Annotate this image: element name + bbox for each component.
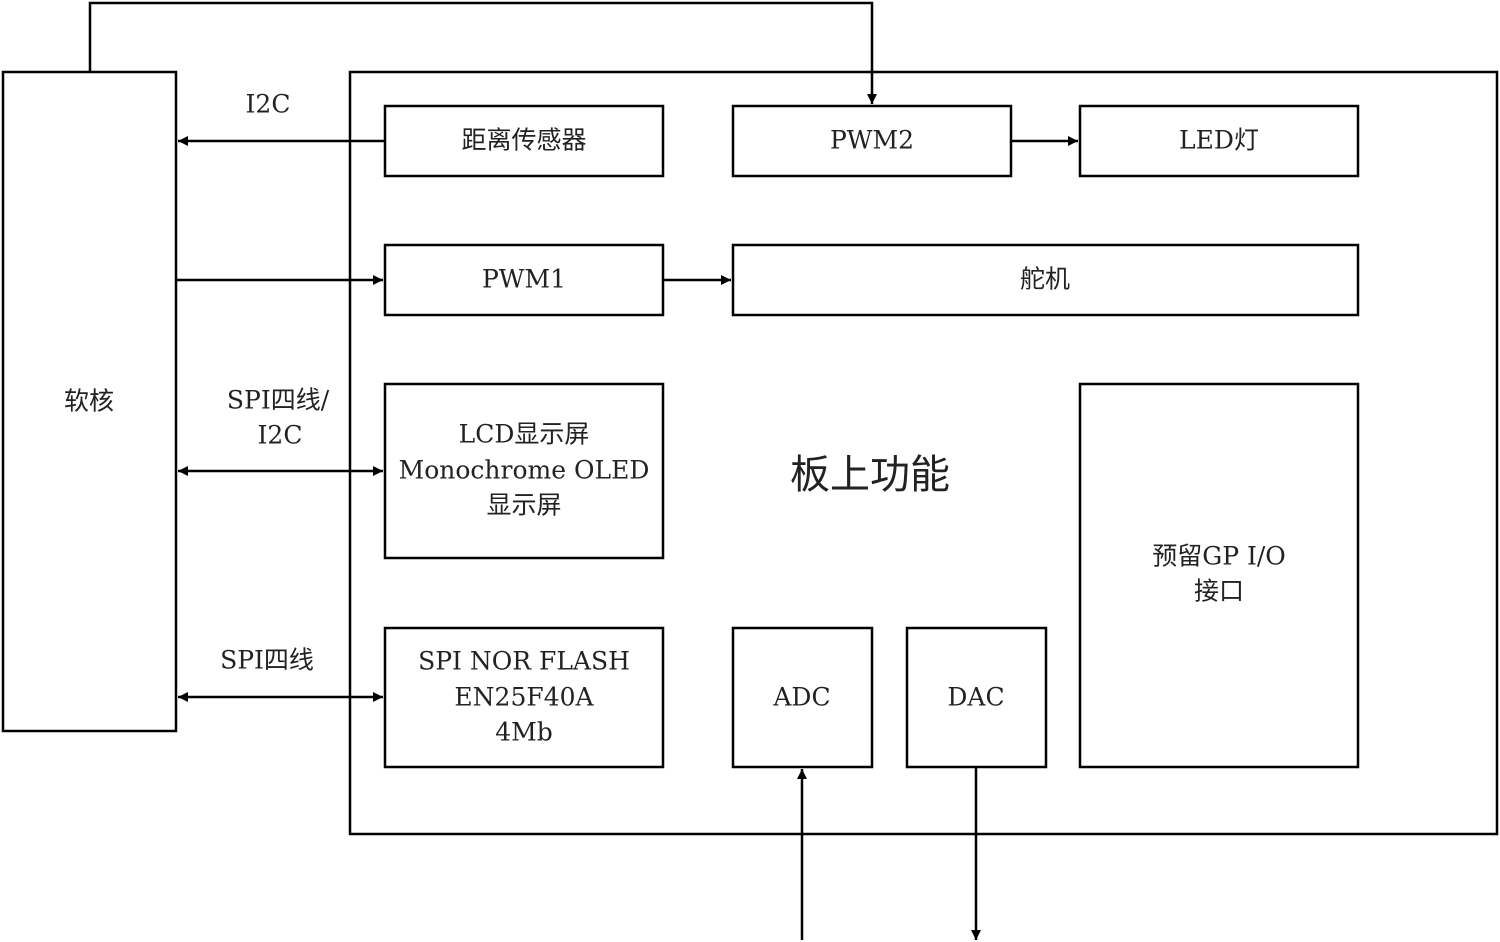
gpio-label-line1: 预留GP I/O — [1152, 542, 1286, 571]
servo-label: 舵机 — [1020, 265, 1070, 294]
distance-sensor-block — [383, 104, 665, 178]
spi-i2c-link-label-line2: I2C — [258, 421, 303, 450]
lcd-display-block — [383, 382, 665, 560]
dac-block — [905, 626, 1048, 769]
spi-i2c-link-label-line1: SPI四线/ — [227, 386, 330, 415]
adc-block — [731, 626, 874, 769]
board-title: 板上功能 — [790, 452, 950, 498]
spi-flash-block — [383, 626, 665, 769]
spi4-link-label: SPI四线 — [220, 646, 314, 675]
dac-label: DAC — [947, 683, 1004, 712]
led-block — [1078, 104, 1360, 178]
pwm2-label: PWM2 — [830, 126, 914, 155]
lcd-label-line3: 显示屏 — [486, 491, 561, 520]
distance-sensor-label: 距离传感器 — [461, 126, 586, 155]
adc-label: ADC — [772, 683, 830, 712]
flash-label-line1: SPI NOR FLASH — [418, 647, 630, 676]
pwm1-block — [383, 243, 665, 317]
i2c-link-label: I2C — [246, 90, 291, 119]
led-label: LED灯 — [1179, 126, 1259, 155]
flash-label-line3: 4Mb — [495, 718, 553, 747]
lcd-label-line2: Monochrome OLED — [399, 456, 650, 485]
gpio-block — [1078, 382, 1360, 769]
pwm1-label: PWM1 — [482, 265, 566, 294]
softcore-to-pwm2-arrow — [88, 1, 877, 104]
lcd-label-line1: LCD显示屏 — [459, 420, 590, 449]
flash-label-line2: EN25F40A — [454, 683, 594, 712]
board-frame — [348, 70, 1499, 836]
soft-core-label: 软核 — [64, 387, 114, 416]
gpio-label-line2: 接口 — [1194, 577, 1244, 606]
servo-block — [731, 243, 1360, 317]
